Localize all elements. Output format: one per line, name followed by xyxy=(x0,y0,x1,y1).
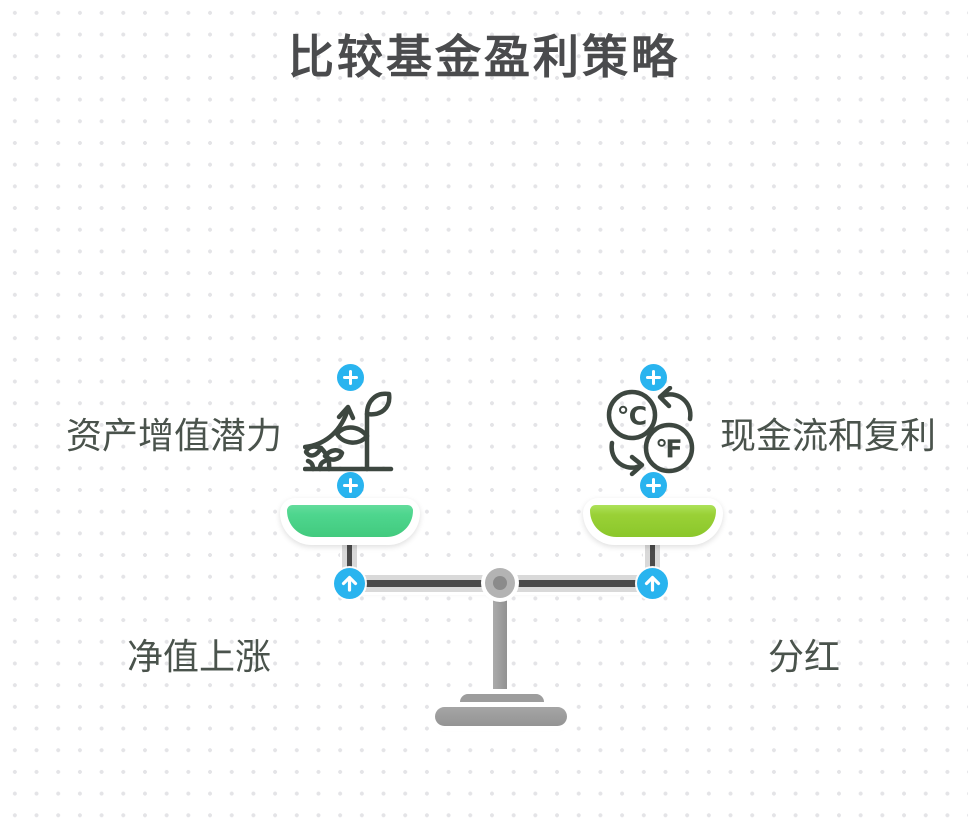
right-branch-label: 现金流和复利 xyxy=(720,415,937,456)
arrow-up-icon xyxy=(334,568,365,599)
scale-pole xyxy=(493,589,507,701)
plus-icon xyxy=(640,364,667,391)
temperature-conversion-icon: ℃ ℉ xyxy=(606,386,698,478)
cycle-arrow-top xyxy=(659,392,693,422)
left-branch-label: 资产增值潜力 xyxy=(66,415,283,456)
scale-base-lower xyxy=(435,707,567,726)
page-title: 比较基金盈利策略 xyxy=(288,30,680,83)
scale-pan-right xyxy=(583,498,723,545)
scale-pivot xyxy=(485,568,515,598)
pan-right-label: 分红 xyxy=(768,636,841,677)
cycle-arrow-bottom xyxy=(609,440,643,470)
scale-base-upper xyxy=(460,694,544,709)
plus-icon xyxy=(337,472,364,499)
pan-left-label: 净值上涨 xyxy=(127,636,272,677)
scale-pan-left-fill xyxy=(287,505,413,537)
celsius-glyph: ℃ xyxy=(617,402,647,431)
arrow-up-icon xyxy=(637,568,668,599)
plus-icon xyxy=(337,364,364,391)
fahrenheit-glyph: ℉ xyxy=(655,435,682,464)
scale-pan-right-fill xyxy=(590,505,716,537)
plant-growth-icon xyxy=(303,386,395,478)
scale-pan-left xyxy=(280,498,420,545)
growth-arrow xyxy=(303,409,350,450)
plus-icon xyxy=(640,472,667,499)
